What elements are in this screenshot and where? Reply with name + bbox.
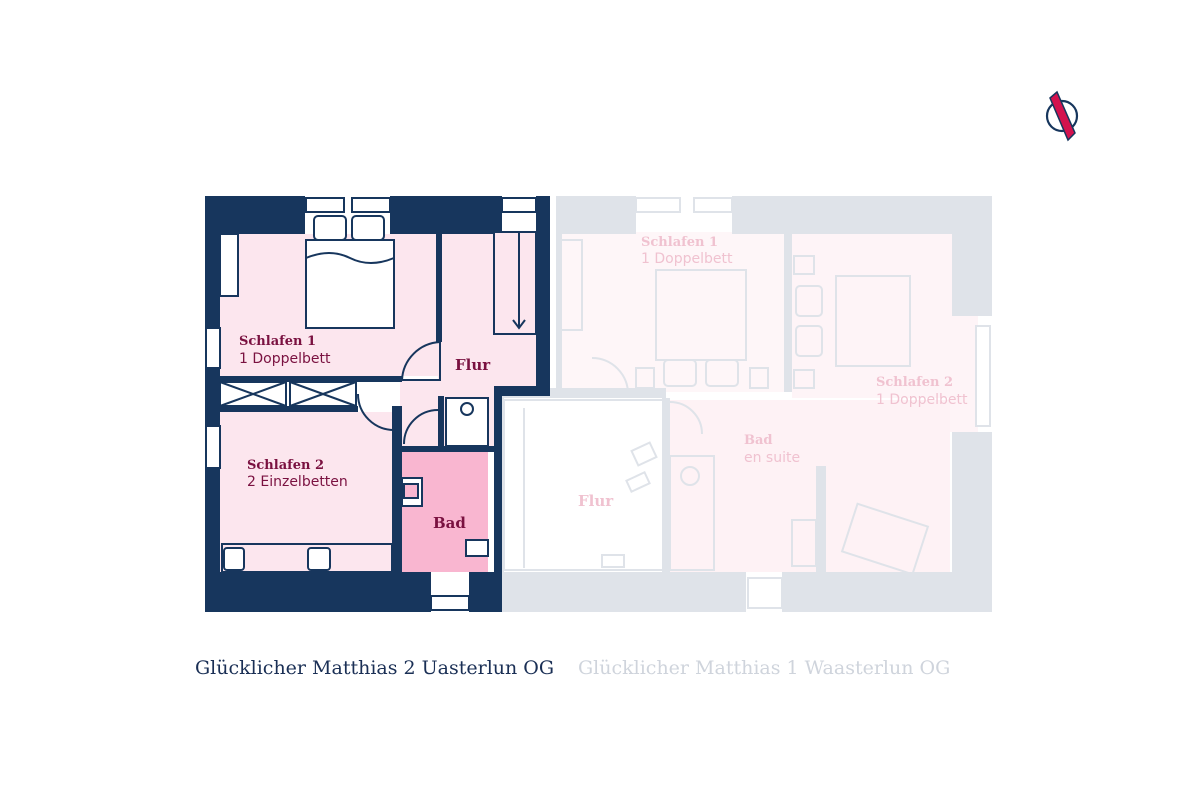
- room-sub-schlafen1: 1 Doppelbett: [239, 351, 331, 367]
- room-sub-schlafen2: 2 Einzelbetten: [247, 474, 348, 490]
- inactive-unit-title[interactable]: Glücklicher Matthias 1 Waasterlun OG: [578, 657, 951, 679]
- inactive-room-label-flur: Flur: [578, 492, 614, 510]
- room-label-schlafen1: Schlafen 1: [239, 334, 316, 349]
- stair-arrow-icon: [512, 232, 526, 330]
- inactive-room-label-bad: Bad: [744, 433, 773, 448]
- room-label-flur: Flur: [455, 356, 491, 374]
- active-unit-plan: Schlafen 1 1 Doppelbett Flur Schlafen 2 …: [205, 196, 550, 612]
- wardrobes: [219, 381, 357, 407]
- walls: [205, 196, 550, 612]
- room-label-schlafen2: Schlafen 2: [247, 458, 324, 473]
- room-label-bad: Bad: [433, 514, 466, 532]
- windows: [205, 197, 537, 611]
- inactive-room-label-schlafen2: Schlafen 2: [876, 375, 953, 390]
- inactive-room-sub-schlafen2: 1 Doppelbett: [876, 392, 968, 408]
- inactive-room-label-schlafen1: Schlafen 1: [641, 235, 718, 250]
- door-swings: [357, 340, 441, 445]
- north-arrow-icon: [1045, 90, 1079, 142]
- inactive-room-sub-bad: en suite: [744, 450, 800, 466]
- furniture: [219, 215, 537, 573]
- inactive-unit-plan: Schlafen 1 1 Doppelbett Schlafen 2 1 Dop…: [496, 196, 992, 612]
- inactive-room-sub-schlafen1: 1 Doppelbett: [641, 251, 733, 267]
- active-unit-title[interactable]: Glücklicher Matthias 2 Uasterlun OG: [195, 657, 555, 679]
